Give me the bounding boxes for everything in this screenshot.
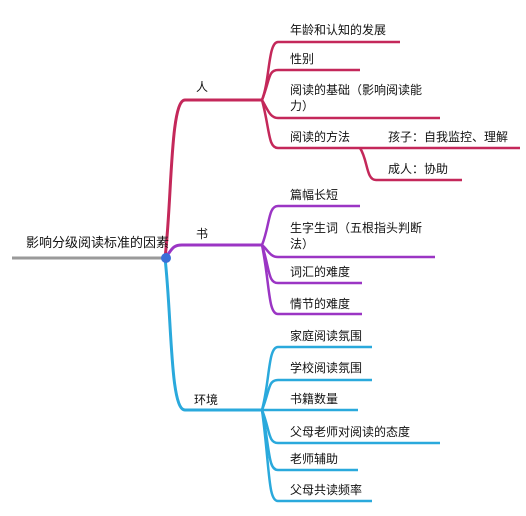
leaf-connector (260, 244, 362, 316)
leaf-connector (260, 204, 360, 246)
leaf-label: 阅读的方法 (290, 130, 351, 144)
leaf-connector (260, 409, 372, 503)
branch-label-environment: 环境 (194, 393, 219, 407)
leaf-label: 父母老师对阅读的态度 (290, 425, 411, 439)
leaf-label: 词汇的难度 (290, 265, 351, 279)
leaf-label: 学校阅读氛围 (290, 361, 363, 375)
leaf-connector (260, 378, 372, 411)
branch-label-person: 人 (196, 80, 209, 94)
branch-connector-person (163, 98, 262, 259)
root-node-label: 影响分级阅读标准的因素 (26, 236, 170, 251)
sub-leaf-label: 成人：协助 (388, 162, 449, 176)
branch-connector-book (163, 243, 262, 259)
center-node-dot (161, 253, 171, 263)
leaf-label: 生字生词（五根指头判断法） (290, 221, 423, 251)
leaf-connector (260, 68, 360, 101)
leaf-label: 性别 (290, 52, 315, 66)
leaf-label: 年龄和认知的发展 (290, 23, 387, 37)
leaf-label: 阅读的基础（影响阅读能力） (290, 83, 423, 113)
leaf-label: 老师辅助 (290, 452, 339, 466)
branch-connector-environment (163, 257, 262, 412)
leaf-connector (260, 99, 520, 150)
leaf-connector (358, 147, 462, 182)
branch-label-book: 书 (196, 227, 209, 241)
leaf-label: 书籍数量 (290, 392, 339, 406)
leaf-label: 篇幅长短 (290, 188, 339, 202)
sub-leaf-label: 孩子：自我监控、理解 (388, 130, 509, 144)
leaf-label: 父母共读频率 (290, 483, 363, 497)
leaf-label: 情节的难度 (290, 297, 351, 311)
leaf-label: 家庭阅读氛围 (290, 329, 363, 343)
